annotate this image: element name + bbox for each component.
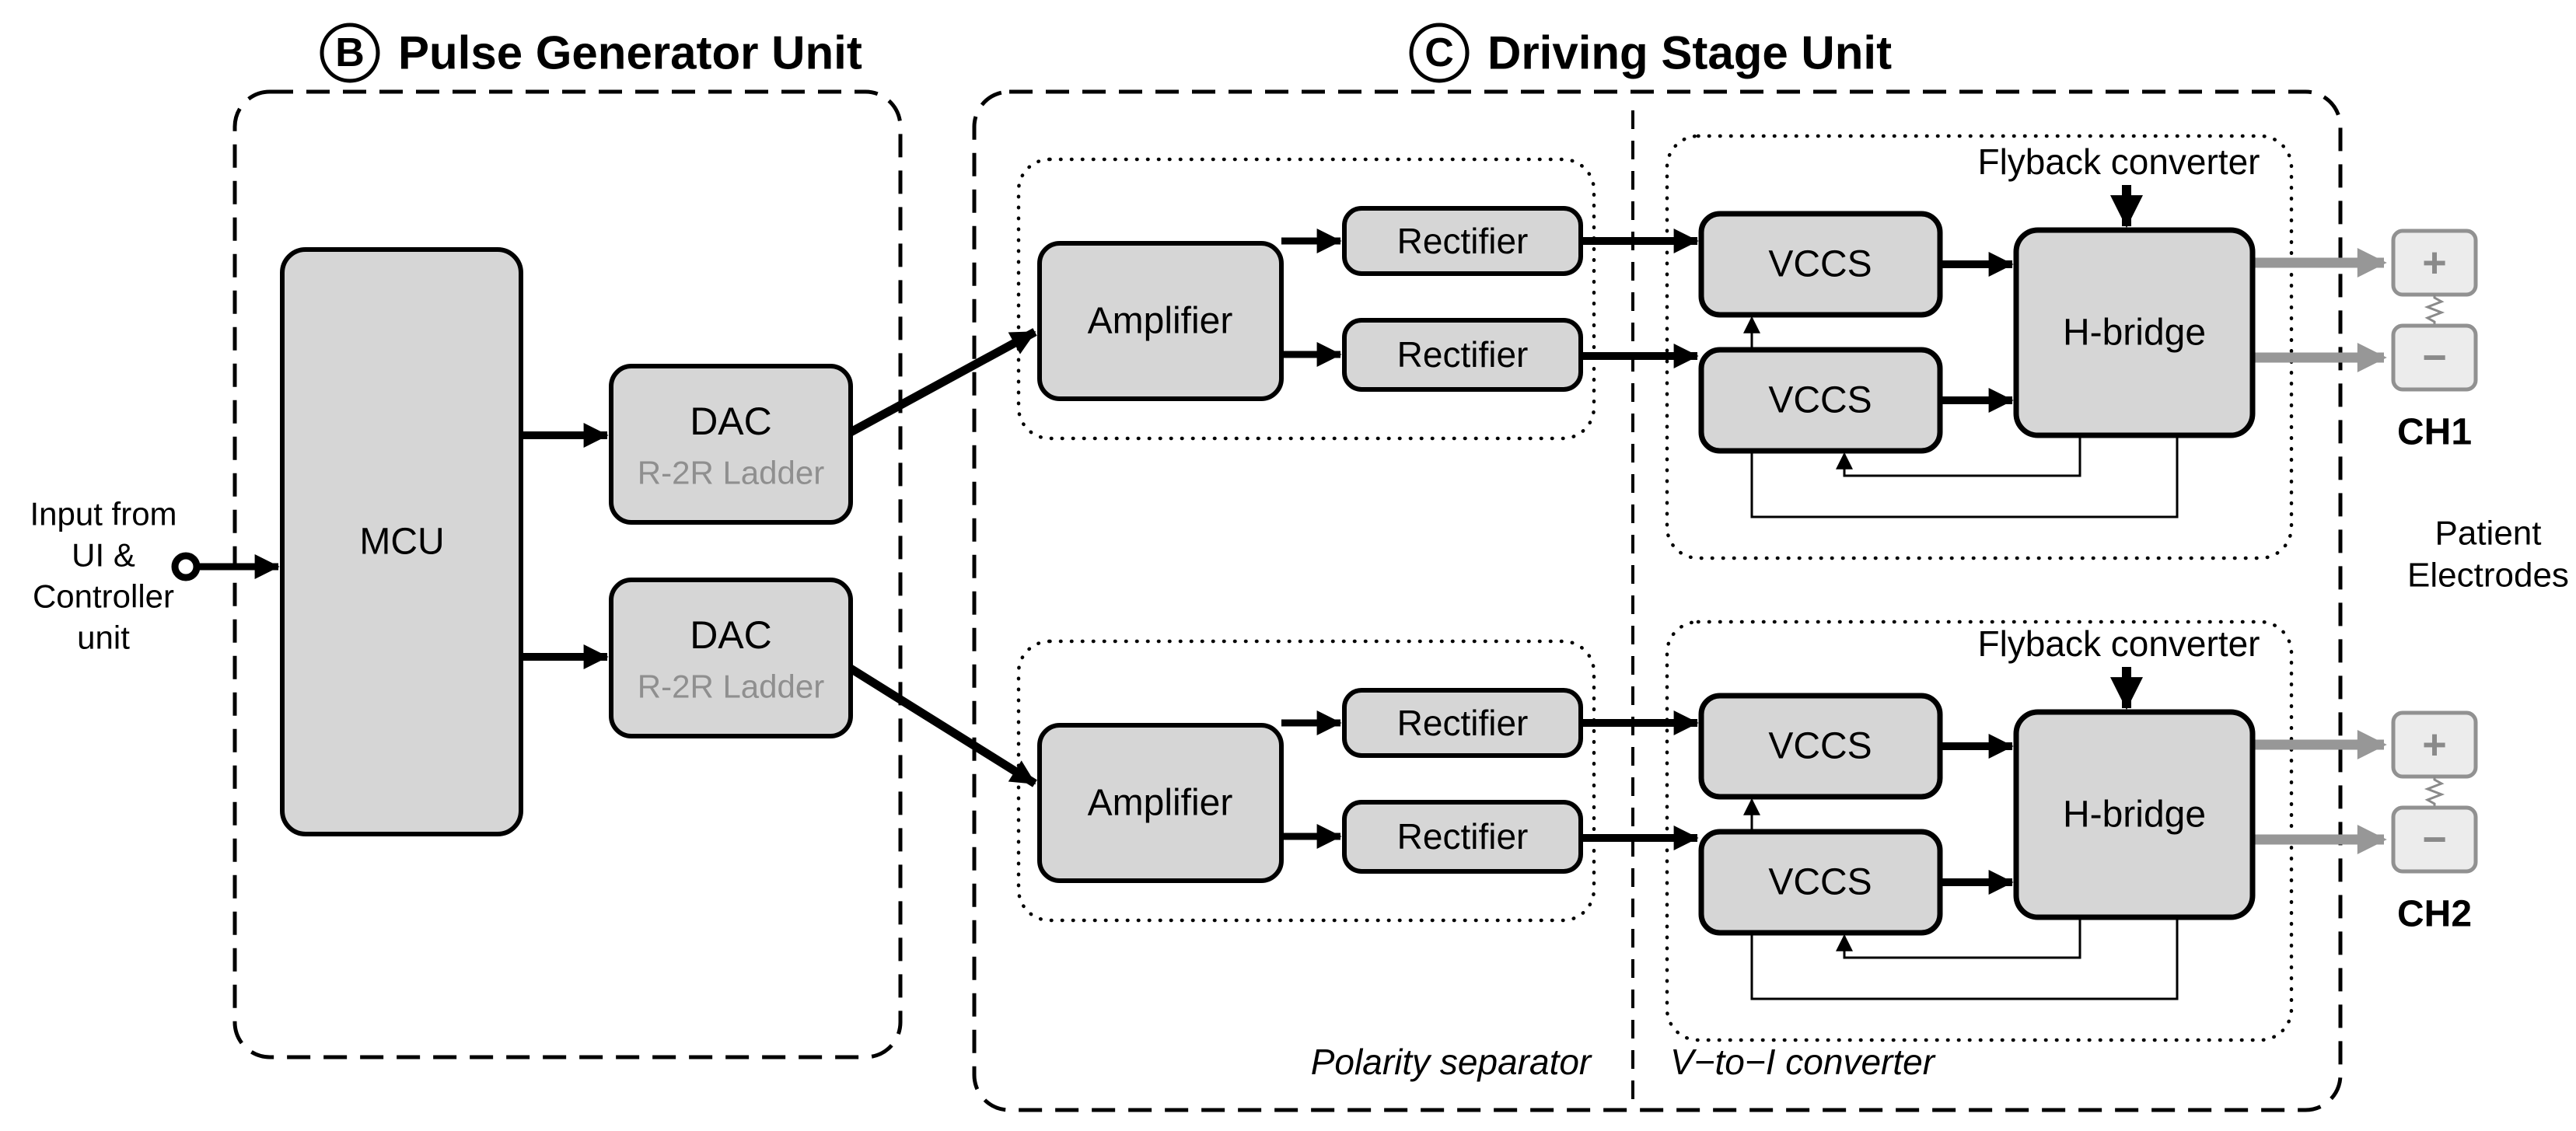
block-hbridge-1 [2013,227,2256,438]
block-vccs4-label: VCCS [1768,862,1872,903]
block-rectifier2b-label: Rectifier [1397,816,1529,857]
block-rectifier-2b [1342,800,1583,874]
load-resistor-ch2 [2424,777,2445,808]
block-rectifier1a-label: Rectifier [1397,221,1529,261]
input-label-line4: unit [77,620,130,656]
block-vccs-1 [1698,211,1943,318]
input-label-line2: UI & [72,537,135,574]
feedback-line-ch1-inner [1836,435,2081,477]
block-hbridge-2 [2013,709,2256,920]
arrow-dac2-to-amplifier2 [848,665,1037,787]
badge-b-circle [320,23,380,83]
badge-b-letter: B [335,30,365,75]
badge-c-circle [1409,23,1470,83]
electrode-plus-ch1-glyph: + [2422,239,2447,286]
block-vccs1-label: VCCS [1768,244,1872,285]
block-mcu [280,247,523,836]
v-to-i-converter-box-ch2 [1665,620,2294,1042]
block-dac1-sublabel: R-2R Ladder [638,455,824,491]
block-amplifier1-label: Amplifier [1088,301,1233,342]
electrode-minus-ch2 [2391,805,2478,874]
flyback-converter-label-ch1: Flyback converter [1977,141,2260,182]
electrode-minus-ch1-glyph: − [2422,334,2447,381]
block-rectifier-2a [1342,688,1583,758]
section-b-title: Pulse Generator Unit [398,27,862,79]
block-vccs3-label: VCCS [1768,726,1872,767]
pulse-generator-unit-box [232,89,903,1059]
section-c-title: Driving Stage Unit [1487,27,1892,79]
block-rectifier-1a [1342,206,1583,276]
block-dac-2 [609,578,853,738]
block-hbridge1-label: H-bridge [2063,312,2206,354]
input-label-line1: Input from [30,496,177,532]
block-vccs2-label: VCCS [1768,380,1872,421]
block-amplifier-1 [1037,241,1284,401]
block-rectifier2a-label: Rectifier [1397,703,1529,743]
driving-stage-unit-box [972,89,2343,1112]
arrow-dac1-to-amplifier1 [848,328,1037,436]
block-hbridge2-label: H-bridge [2063,794,2206,836]
channel-2-label: CH2 [2397,894,2472,935]
polarity-separator-label: Polarity separator [1311,1042,1592,1082]
channel-1-label: CH1 [2397,412,2472,453]
feedback-line-ch2-inner [1836,917,2081,959]
block-mcu-label: MCU [359,522,444,563]
flyback-converter-label-ch2: Flyback converter [1977,623,2260,664]
v-to-i-converter-label: V−to−I converter [1670,1042,1936,1082]
block-amplifier2-label: Amplifier [1088,783,1233,824]
patient-electrodes-line1: Patient [2435,515,2542,553]
block-dac-1 [609,364,853,525]
block-vccs-4 [1698,829,1943,936]
load-resistor-ch1 [2424,295,2445,326]
block-rectifier-1b [1342,318,1583,392]
block-dac2-sublabel: R-2R Ladder [638,668,824,705]
block-dac2-label: DAC [690,613,772,657]
block-amplifier-2 [1037,723,1284,883]
block-dac1-label: DAC [690,400,772,443]
electrode-minus-ch2-glyph: − [2422,816,2447,863]
patient-electrodes-line2: Electrodes [2407,557,2569,595]
block-vccs-2 [1698,347,1943,454]
input-label-line3: Controller [33,578,174,615]
block-vccs-3 [1698,693,1943,800]
electrode-plus-ch2-glyph: + [2422,721,2447,768]
block-rectifier1b-label: Rectifier [1397,334,1529,375]
badge-c-letter: C [1424,30,1454,75]
electrode-minus-ch1 [2391,323,2478,392]
input-connector-ring [171,552,201,581]
